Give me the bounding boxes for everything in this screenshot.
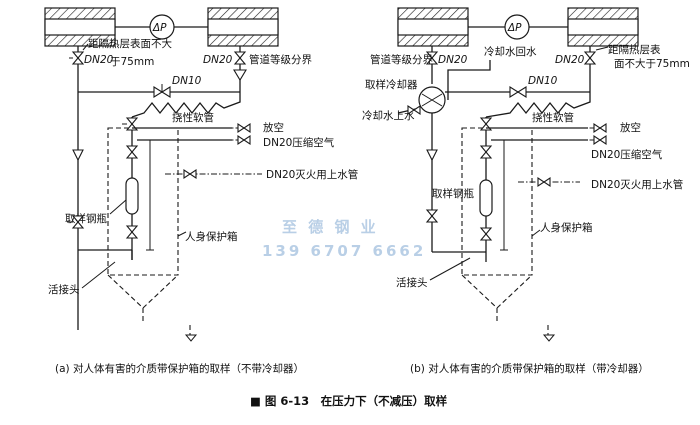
caption-b: (b) 对人体有害的介质带保护箱的取样（带冷却器） [410, 362, 649, 375]
differential-pressure-element [149, 14, 175, 40]
cooling-water-return-label: 冷却水回水 [484, 45, 537, 58]
root-valve-left [71, 51, 85, 59]
compressed-air-label: DN20压缩空气 [263, 136, 335, 149]
dn20-right-label-b: DN20 [555, 54, 585, 66]
sample-bottle-label: 取样钢瓶 [65, 212, 107, 225]
differential-pressure-element-b [504, 14, 530, 40]
protection-box-label-b: 人身保护箱 [540, 221, 593, 234]
vent-label-b: 放空 [620, 121, 641, 134]
sample-bottle [125, 177, 139, 215]
protection-box [107, 127, 179, 276]
protection-box-b [461, 127, 533, 276]
panel-b: ΔP 管道等级分界 DN20 冷却水回水 DN20 距隔热层表 面不大于75mm… [362, 7, 690, 375]
distance-note-b-line-1: 距隔热层表 [608, 43, 661, 56]
upper-sample-valve [125, 117, 139, 125]
compressed-air-label-b: DN20压缩空气 [591, 148, 663, 161]
flexible-hose [131, 92, 241, 118]
fire-water-label-b: DN20灭火用上水管 [591, 178, 683, 191]
watermark-line-1: 至 德 钢 业 [282, 218, 379, 236]
delta-p-label-b: ΔP [507, 22, 522, 34]
flexible-hose-label: 挠性软管 [172, 111, 214, 124]
fire-water-label: DN20灭火用上水管 [266, 168, 358, 181]
panel-a: ΔP 距隔热层表面不大 于75mm DN20 DN20 管道等级分界 DN10 … [44, 7, 358, 375]
delta-p-label: ΔP [152, 22, 167, 34]
figure-title: ■ 图 6-13 在压力下（不减压）取样 [250, 394, 448, 408]
drain-valve-left [71, 215, 85, 223]
watermark-line-2: 139 6707 6662 [262, 242, 426, 260]
dn10-valve [153, 86, 164, 98]
vent-label: 放空 [263, 121, 284, 134]
process-pipe-right [207, 7, 279, 47]
process-pipe-left-b [397, 7, 469, 47]
reducer-left [72, 149, 84, 162]
sample-cooler-label: 取样冷却器 [365, 78, 418, 91]
flexible-hose-b [485, 92, 591, 118]
flexible-hose-label-b: 挠性软管 [532, 111, 574, 124]
sample-bottle-b [479, 179, 493, 217]
distance-note-b-line-2: 面不大于75mm [614, 57, 690, 70]
dn20-left-label: DN20 [84, 54, 114, 66]
dn20-right-label: DN20 [203, 54, 233, 66]
pipe-class-boundary-label-b: 管道等级分界 [370, 53, 433, 66]
union-label: 活接头 [48, 283, 80, 296]
caption-a: (a) 对人体有害的介质带保护箱的取样（不带冷却器） [55, 362, 304, 375]
distance-note-line-2: 于75mm [110, 56, 154, 68]
pipe-class-boundary-label: 管道等级分界 [249, 53, 312, 66]
distance-note-line-1: 距隔热层表面不大 [88, 37, 172, 50]
sample-bottle-label-b: 取样钢瓶 [432, 187, 474, 200]
dn20-left-label-b: DN20 [438, 54, 468, 66]
union-label-b: 活接头 [396, 276, 428, 289]
reducer-right [233, 69, 247, 82]
process-pipe-left [44, 7, 116, 47]
protection-box-label: 人身保护箱 [185, 230, 238, 243]
dn10-label-b: DN10 [528, 75, 558, 87]
dn10-label: DN10 [172, 75, 202, 87]
root-valve-right [233, 51, 247, 59]
process-pipe-right-b [567, 7, 639, 47]
